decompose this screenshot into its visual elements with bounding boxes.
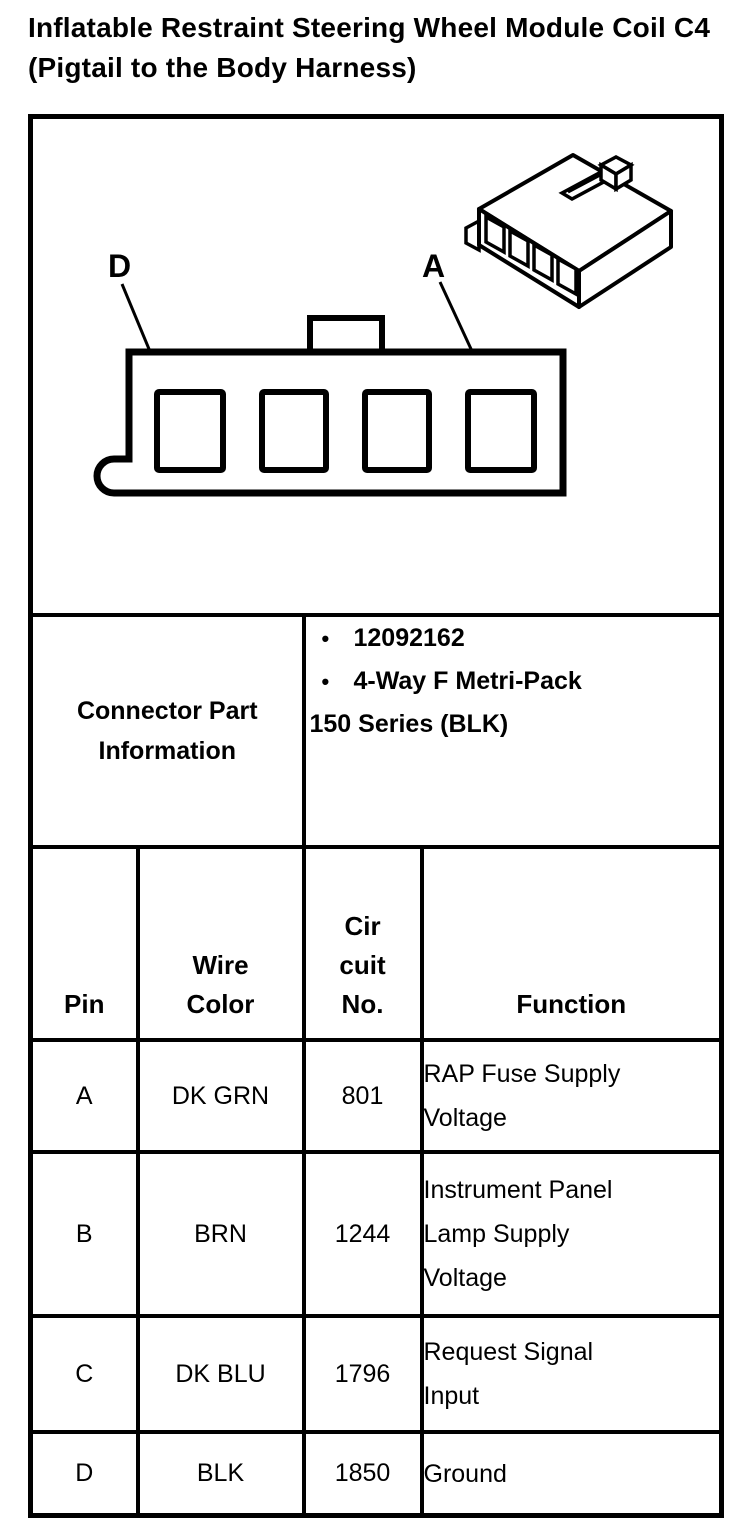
connector-part-info-values: • 12092162 • 4-Way F Metri-Pack 150 Seri… — [301, 613, 724, 849]
part-number-item: • 12092162 — [306, 617, 720, 660]
column-header-function: Function — [419, 845, 724, 1042]
function-cell: Ground — [419, 1430, 724, 1518]
table-row: B BRN 1244 Instrument Panel Lamp Supply … — [28, 1150, 724, 1318]
cavity-b — [362, 389, 432, 473]
connector-type: 4-Way F Metri-Pack — [353, 667, 582, 695]
table-row: A DK GRN 801 RAP Fuse Supply Voltage — [28, 1038, 724, 1154]
function-cell: Instrument Panel Lamp Supply Voltage — [419, 1150, 724, 1318]
connector-table: D A Connector Part Information • 1209216… — [28, 114, 724, 1518]
connector-front-view-drawing — [93, 281, 567, 497]
diagram-row: D A — [28, 114, 724, 617]
bullet-icon: • — [321, 626, 330, 651]
pin-cell: B — [28, 1150, 140, 1318]
table-row: C DK BLU 1796 Request Signal Input — [28, 1314, 724, 1434]
wire-color-cell: DK BLU — [135, 1314, 306, 1434]
connector-part-info-label: Connector Part Information — [28, 613, 306, 849]
cavity-a — [465, 389, 537, 473]
function-cell: RAP Fuse Supply Voltage — [419, 1038, 724, 1154]
part-number: 12092162 — [353, 624, 465, 652]
column-header-pin: Pin — [28, 845, 140, 1042]
wire-color-cell: BLK — [135, 1430, 306, 1518]
connector-3d-drawing — [464, 153, 673, 309]
pin-cell: D — [28, 1430, 140, 1518]
circuit-no-cell: 1796 — [301, 1314, 424, 1434]
pin-d-label: D — [108, 248, 132, 284]
page-title-line2: (Pigtail to the Body Harness) — [28, 52, 417, 83]
circuit-no-cell: 1850 — [301, 1430, 424, 1518]
circuit-no-cell: 801 — [301, 1038, 424, 1154]
connector-type-continuation: 150 Series (BLK) — [309, 710, 509, 738]
iso-right-face — [577, 209, 673, 309]
page-title: Inflatable Restraint Steering Wheel Modu… — [28, 8, 710, 88]
connector-info-row: Connector Part Information • 12092162 • … — [28, 613, 724, 849]
connector-diagram-cell: D A — [28, 114, 724, 617]
pin-cell: C — [28, 1314, 140, 1434]
pin-a-label: A — [422, 248, 446, 284]
table-header-row: Pin Wire Color Cir cuit No. Function — [28, 845, 724, 1042]
column-header-circuit-no: Cir cuit No. — [301, 845, 424, 1042]
circuit-no-cell: 1244 — [301, 1150, 424, 1318]
table-row: D BLK 1850 Ground — [28, 1430, 724, 1518]
cavity-c — [259, 389, 329, 473]
connector-lock-tab — [307, 315, 385, 352]
cavity-d — [154, 389, 226, 473]
connector-type-item: • 4-Way F Metri-Pack — [306, 660, 720, 703]
page-title-line1: Inflatable Restraint Steering Wheel Modu… — [28, 12, 711, 43]
bullet-icon: • — [321, 669, 330, 694]
function-cell: Request Signal Input — [419, 1314, 724, 1434]
pin-cell: A — [28, 1038, 140, 1154]
column-header-wire-color: Wire Color — [135, 845, 306, 1042]
wire-color-cell: BRN — [135, 1150, 306, 1318]
wire-color-cell: DK GRN — [135, 1038, 306, 1154]
